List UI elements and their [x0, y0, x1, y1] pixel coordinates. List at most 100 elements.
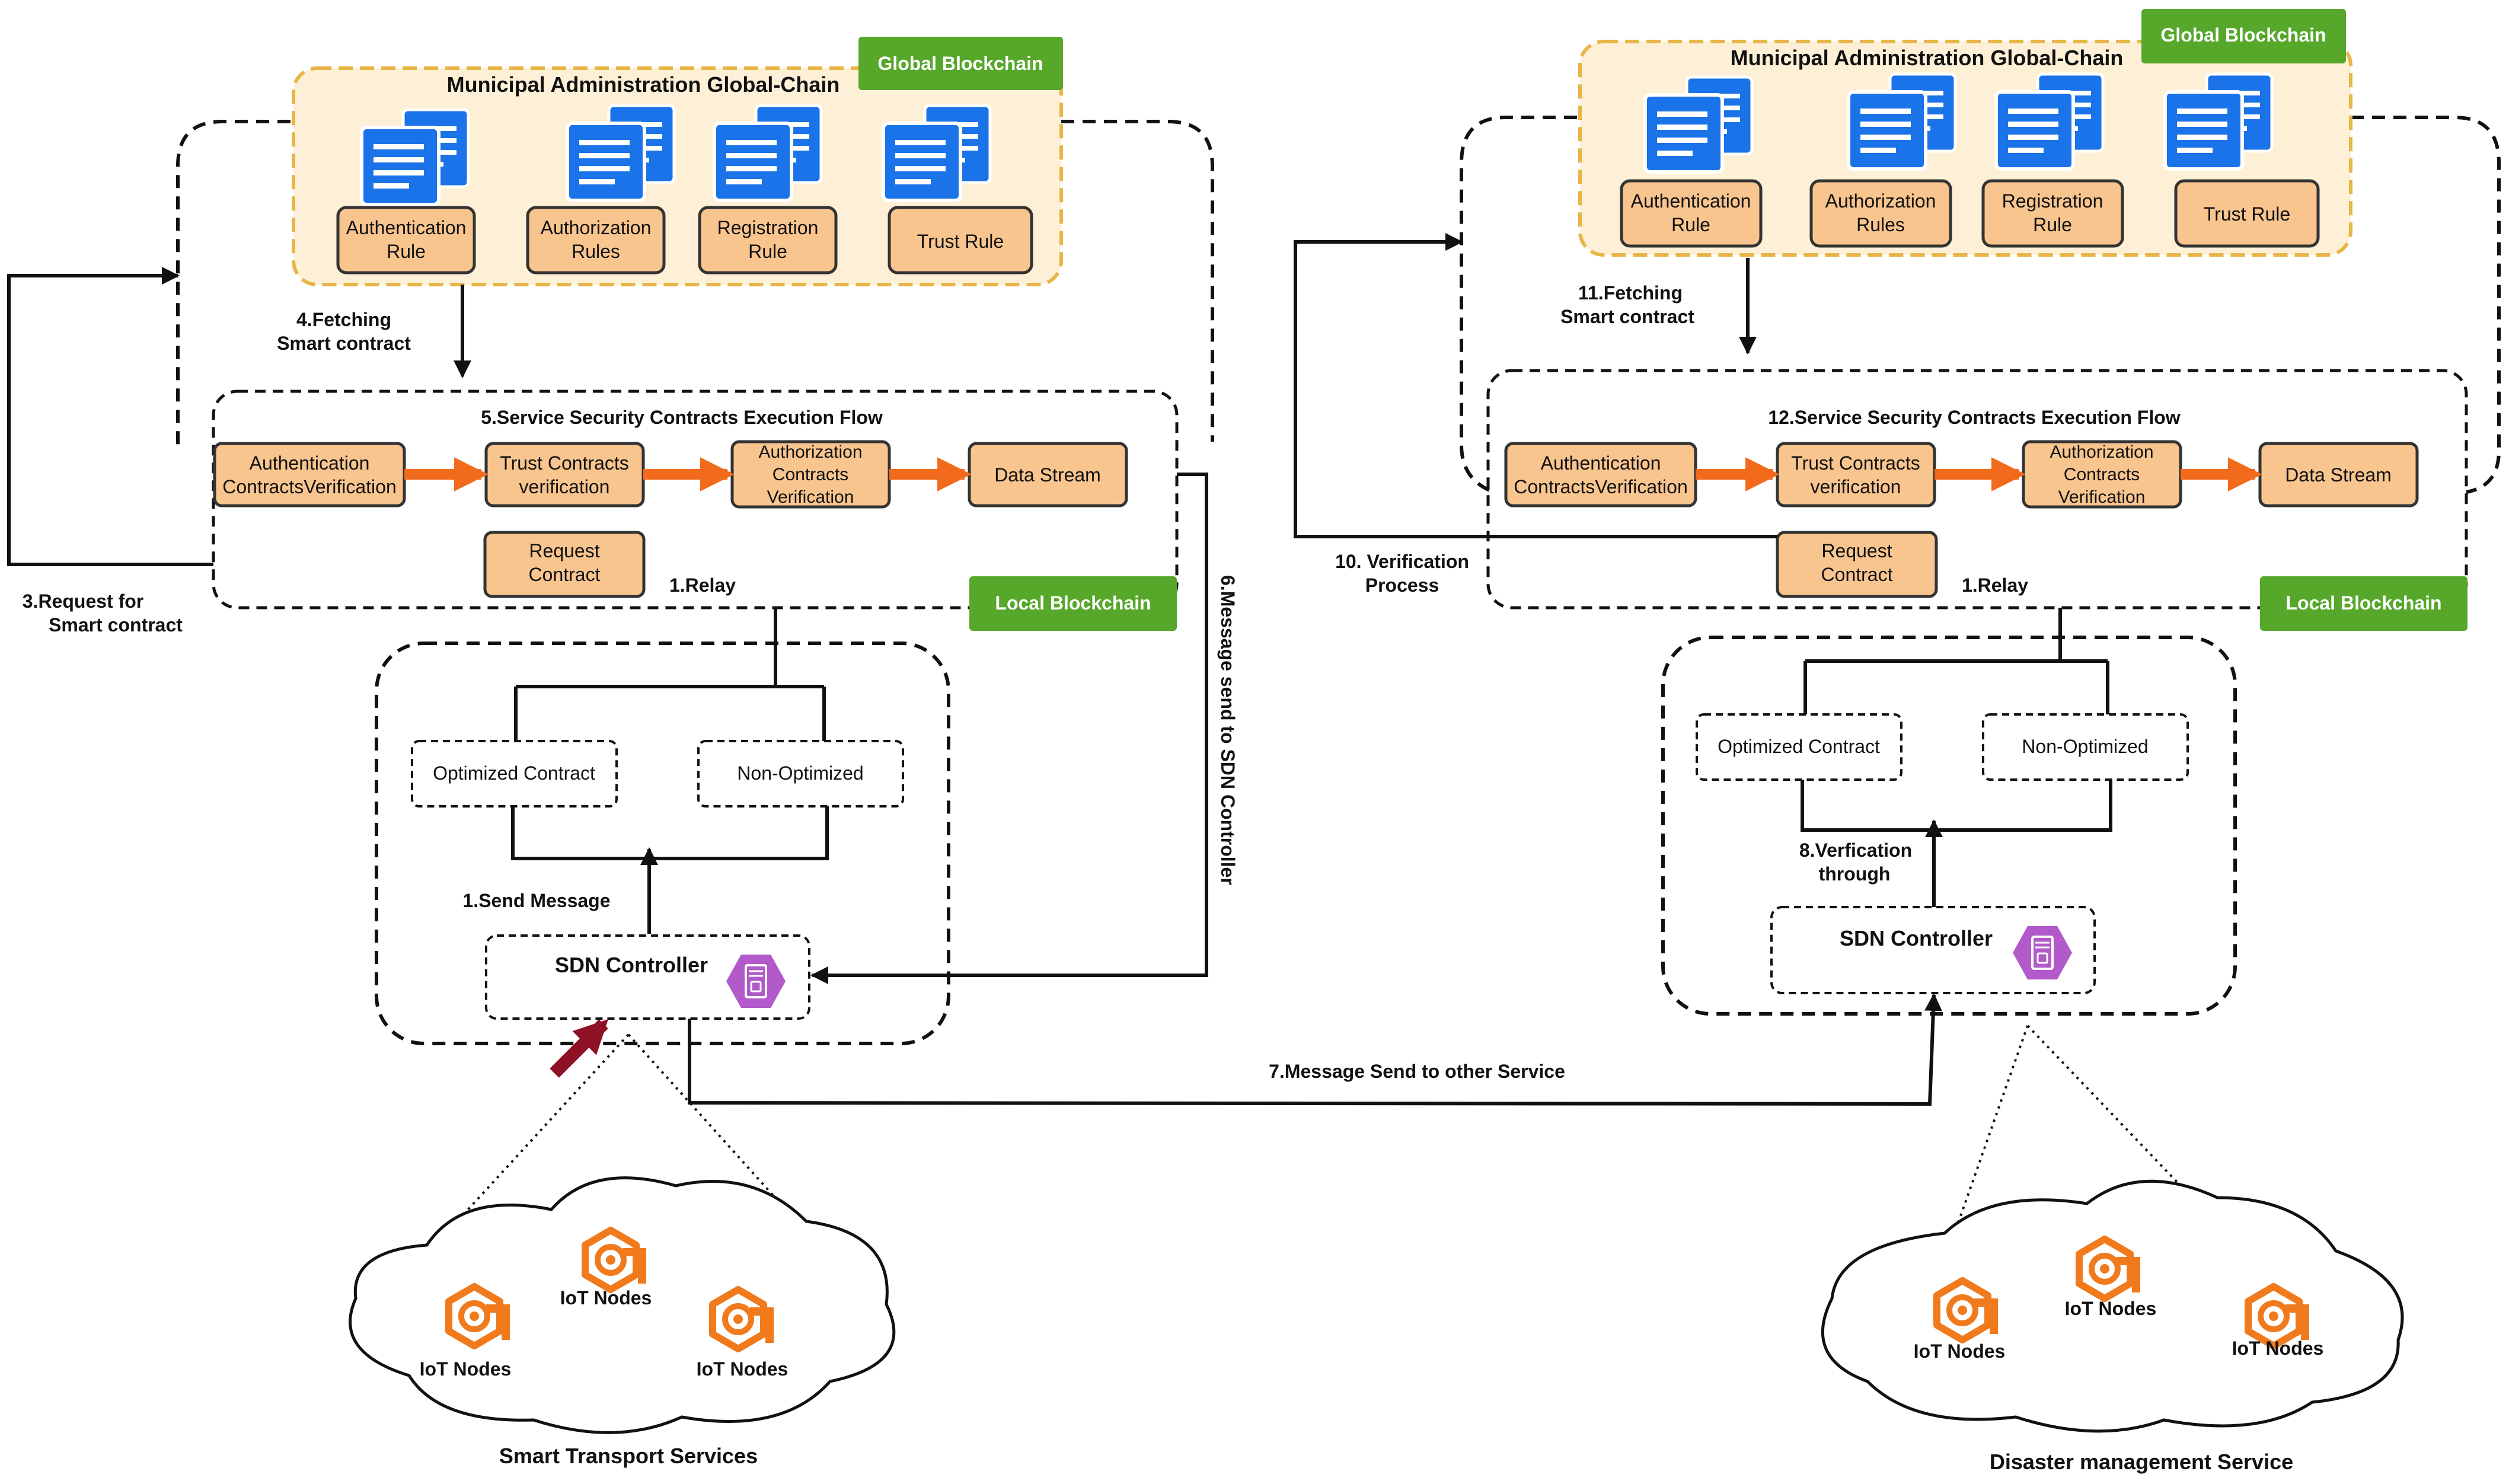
left-flow-title: 5.Service Security Contracts Execution F…	[481, 407, 883, 428]
right-outer-dashed-loop-right	[2351, 116, 2501, 494]
message-other-service-label: 7.Message Send to other Service	[1269, 1061, 1565, 1082]
flow-step-line1: Authentication	[1541, 452, 1661, 474]
left-rule-label-line1: Authentication	[346, 217, 467, 238]
left-relay-label: 1.Relay	[669, 575, 736, 596]
request-contract-line1: Request	[529, 540, 599, 561]
flow-step-line2: verification	[1811, 476, 1901, 497]
right-relay-label: 1.Relay	[1962, 575, 2028, 596]
message-to-other-service-arrow	[688, 993, 1942, 1106]
left-optimized-contract: Optimized Contract	[411, 740, 618, 808]
right-execution-flow-box	[1486, 369, 2468, 609]
left-rule-registration: Registration Rule	[698, 206, 838, 275]
right-rule-label-line2: Rule	[2033, 214, 2072, 235]
non-optimized-label: Non-Optimized	[2022, 736, 2148, 757]
left-rule-label-line2: Rule	[748, 241, 787, 262]
left-sdn-cluster-box	[375, 642, 950, 1045]
left-fetching-label-line1: 4.Fetching	[296, 309, 391, 330]
left-iot-cloud	[349, 1176, 896, 1434]
left-request-smart-label-line2: Smart contract	[49, 614, 183, 636]
left-request-contract: Request Contract	[483, 531, 646, 598]
left-non-optimized: Non-Optimized	[697, 740, 904, 808]
right-global-chain-title: Municipal Administration Global-Chain	[1731, 46, 2124, 70]
right-section: Municipal Administration Global-Chain Gl…	[1294, 9, 2501, 1474]
right-iot-cloud	[1821, 1179, 2404, 1433]
right-local-badge-label: Local Blockchain	[2285, 592, 2441, 614]
non-optimized-label: Non-Optimized	[737, 762, 863, 784]
optimized-label: Optimized Contract	[1718, 736, 1880, 757]
right-verification-through-line2: through	[1819, 863, 1891, 885]
right-flow-step-data-stream: Data Stream	[2258, 442, 2419, 508]
right-global-chain-box	[1578, 40, 2352, 257]
left-outer-dashed-loop-right	[1061, 120, 1214, 442]
left-global-badge-label: Global Blockchain	[877, 53, 1043, 74]
right-relay-connector	[1803, 608, 2109, 714]
left-global-badge	[858, 37, 1063, 90]
flow-step-line1: Authentication	[250, 452, 370, 474]
right-flow-step-trust: Trust Contracts verification	[1776, 442, 1936, 508]
iot-nodes-label: IoT Nodes	[1914, 1341, 2006, 1362]
right-global-badge-label: Global Blockchain	[2160, 24, 2326, 46]
left-send-message-label: 1.Send Message	[463, 890, 611, 911]
right-optimized-contract: Optimized Contract	[1696, 713, 1903, 781]
left-send-message-connector	[511, 806, 829, 860]
flow-step-line2: ContractsVerification	[1514, 476, 1687, 497]
flow-step-line3: Verification	[767, 487, 854, 507]
request-contract-line2: Contract	[1821, 564, 1893, 585]
right-rule-registration: Registration Rule	[1981, 179, 2124, 248]
flow-step-line2: verification	[519, 476, 610, 497]
flow-step-line1: Trust Contracts	[500, 452, 629, 474]
right-outer-dashed-loop	[1460, 116, 1577, 494]
flow-step-line1: Trust Contracts	[1791, 452, 1920, 474]
left-relay-connector	[514, 608, 826, 741]
left-outer-dashed-loop	[176, 120, 291, 451]
left-section: Municipal Administration Global-Chain Gl…	[7, 37, 1238, 1468]
right-verification-label-line2: Process	[1365, 575, 1439, 596]
right-sdn-cluster-box	[1661, 636, 2237, 1016]
left-flow-step-authorization: Authorization Contracts Verification	[730, 440, 891, 509]
right-flow-title: 12.Service Security Contracts Execution …	[1768, 407, 2180, 428]
left-local-badge-label: Local Blockchain	[995, 592, 1151, 614]
right-fetching-label-line2: Smart contract	[1560, 306, 1694, 327]
left-rule-label-line1: Registration	[717, 217, 819, 238]
left-flow-step-trust: Trust Contracts verification	[484, 442, 645, 508]
flow-step-line2: ContractsVerification	[222, 476, 396, 497]
right-flow-step-authentication: Authentication ContractsVerification	[1504, 442, 1697, 508]
right-rule-authorization: Authorization Rules	[1809, 179, 1952, 248]
right-service-label: Disaster management Service	[1990, 1450, 2293, 1474]
left-message-to-sdn-arrow	[810, 473, 1208, 984]
left-sdn-controller: SDN Controller	[485, 934, 810, 1020]
right-global-badge	[2141, 9, 2346, 63]
right-flow-step-authorization: Authorization Contracts Verification	[2022, 440, 2182, 509]
right-sdn-controller: SDN Controller	[1770, 906, 2096, 994]
left-global-chain-box	[292, 66, 1063, 286]
left-flow-step-data-stream: Data Stream	[968, 442, 1128, 508]
flow-step-line1: Data Stream	[994, 464, 1101, 486]
right-rule-label-line1: Registration	[2002, 190, 2103, 212]
flow-step-line2: Contracts	[773, 465, 848, 484]
right-cloud-dotted-line	[1952, 1025, 2029, 1237]
flow-step-line2: Contracts	[2064, 465, 2140, 484]
left-rule-trust: Trust Rule	[888, 206, 1033, 275]
right-rule-trust: Trust Rule	[2174, 179, 2320, 248]
request-contract-line2: Contract	[529, 564, 601, 585]
left-flow-step-authentication: Authentication ContractsVerification	[213, 442, 406, 508]
left-global-chain-title: Municipal Administration Global-Chain	[447, 72, 840, 97]
right-non-optimized: Non-Optimized	[1982, 713, 2189, 781]
left-rule-label-line1: Authorization	[541, 217, 652, 238]
iot-nodes-label: IoT Nodes	[2232, 1338, 2324, 1359]
left-request-smart-contract-arrow	[7, 267, 213, 566]
optimized-label: Optimized Contract	[433, 762, 595, 784]
left-message-sdn-label: 6.Message send to SDN Controller	[1217, 575, 1238, 885]
iot-nodes-label: IoT Nodes	[697, 1358, 789, 1380]
right-verification-process-arrow	[1294, 233, 1777, 538]
iot-nodes-label: IoT Nodes	[420, 1358, 512, 1380]
right-rule-label-line1: Trust Rule	[2204, 203, 2290, 225]
right-request-contract: Request Contract	[1776, 531, 1938, 598]
right-local-badge	[2260, 576, 2467, 631]
sdn-controller-label: SDN Controller	[555, 953, 708, 977]
right-rule-label-line1: Authorization	[1825, 190, 1936, 212]
right-rule-label-line2: Rule	[1671, 214, 1710, 235]
flow-step-line3: Verification	[2058, 487, 2146, 507]
flow-step-line1: Authorization	[758, 442, 862, 462]
